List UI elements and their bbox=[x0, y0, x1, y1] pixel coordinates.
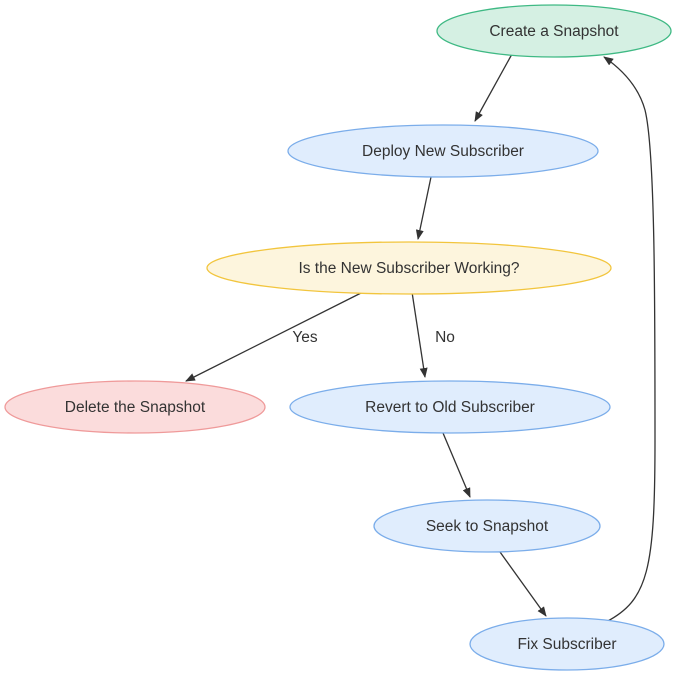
flow-edge bbox=[474, 53, 513, 122]
flow-node-fix-subscriber[interactable]: Fix Subscriber bbox=[469, 617, 665, 671]
node-ellipse[interactable] bbox=[436, 4, 672, 58]
node-ellipse[interactable] bbox=[373, 499, 601, 553]
node-ellipse[interactable] bbox=[469, 617, 665, 671]
flow-node-seek-to-snapshot[interactable]: Seek to Snapshot bbox=[373, 499, 601, 553]
flow-node-create-snapshot[interactable]: Create a Snapshot bbox=[436, 4, 672, 58]
node-ellipse[interactable] bbox=[287, 124, 599, 178]
flow-node-is-new-subscriber-working[interactable]: Is the New Subscriber Working? bbox=[206, 241, 612, 295]
flow-edge bbox=[415, 176, 432, 240]
flow-node-revert-to-old-subscriber[interactable]: Revert to Old Subscriber bbox=[289, 380, 611, 434]
flow-edge bbox=[411, 291, 428, 378]
flow-node-deploy-new-subscriber[interactable]: Deploy New Subscriber bbox=[287, 124, 599, 178]
flow-edge bbox=[499, 551, 547, 617]
edge-labels-layer: Yes No bbox=[292, 329, 455, 346]
flow-node-delete-the-snapshot[interactable]: Delete the Snapshot bbox=[4, 380, 266, 434]
flow-edge bbox=[603, 56, 656, 623]
node-ellipse[interactable] bbox=[289, 380, 611, 434]
flow-edge bbox=[185, 291, 364, 382]
edges-layer bbox=[185, 53, 656, 623]
flow-edge bbox=[442, 432, 471, 498]
node-ellipse[interactable] bbox=[206, 241, 612, 295]
node-ellipse[interactable] bbox=[4, 380, 266, 434]
edge-label: Yes bbox=[292, 329, 318, 346]
edge-label: No bbox=[435, 329, 455, 346]
